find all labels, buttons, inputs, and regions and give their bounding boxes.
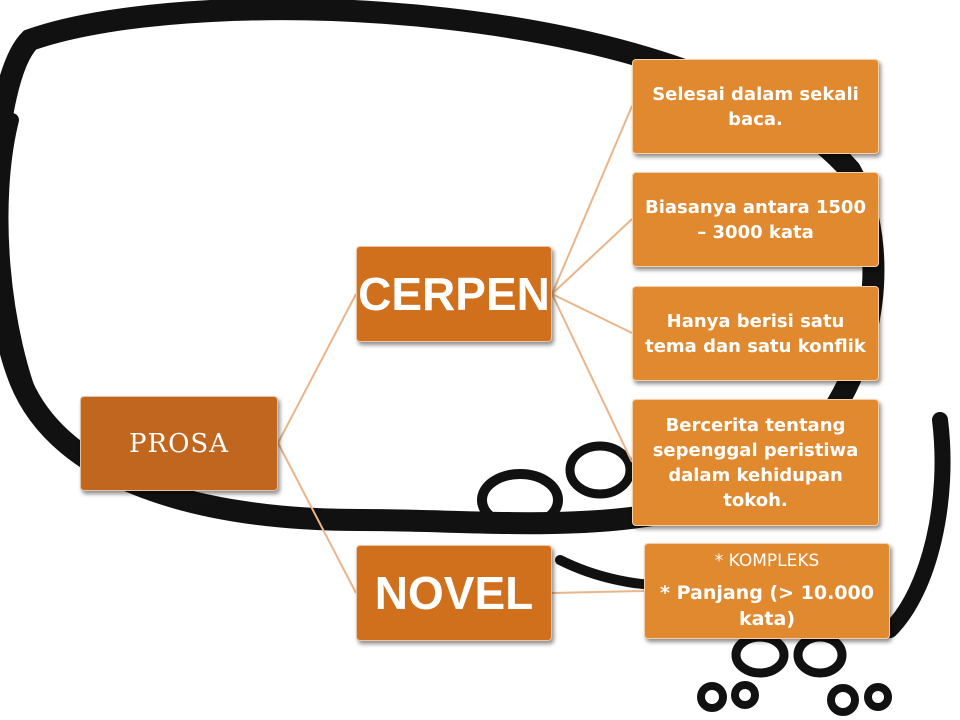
connector-cerpen-leaf-3 bbox=[552, 294, 632, 333]
node-cerpen: CERPEN bbox=[356, 246, 552, 342]
connector-cerpen-leaf-1 bbox=[552, 106, 632, 294]
connector-cerpen-leaf-2 bbox=[552, 219, 632, 294]
novel-detail-line-1: * KOMPLEKS bbox=[715, 548, 820, 574]
novel-detail-line-2: * Panjang (> 10.000 kata) bbox=[653, 580, 881, 632]
connector-novel-leaf bbox=[552, 591, 644, 593]
novel-detail: * KOMPLEKS * Panjang (> 10.000 kata) bbox=[644, 543, 890, 639]
cerpen-detail-4: Bercerita tentang sepenggal peristiwa da… bbox=[632, 399, 879, 526]
connector-root-novel bbox=[278, 443, 356, 593]
node-cerpen-label: CERPEN bbox=[358, 267, 550, 321]
connector-cerpen-leaf-4 bbox=[552, 294, 632, 462]
node-novel: NOVEL bbox=[356, 545, 552, 641]
connector-root-cerpen bbox=[278, 294, 356, 443]
cerpen-detail-1: Selesai dalam sekali baca. bbox=[632, 59, 879, 154]
cerpen-detail-2: Biasanya antara 1500 – 3000 kata bbox=[632, 172, 879, 267]
node-prosa: PROSA bbox=[80, 396, 278, 491]
cerpen-detail-1-text: Selesai dalam sekali baca. bbox=[641, 82, 870, 132]
node-novel-label: NOVEL bbox=[375, 566, 533, 620]
cerpen-detail-3-text: Hanya berisi satu tema dan satu konflik bbox=[641, 309, 870, 359]
cerpen-detail-3: Hanya berisi satu tema dan satu konflik bbox=[632, 286, 879, 381]
cerpen-detail-4-text: Bercerita tentang sepenggal peristiwa da… bbox=[641, 413, 870, 513]
node-prosa-label: PROSA bbox=[129, 429, 229, 459]
cerpen-detail-2-text: Biasanya antara 1500 – 3000 kata bbox=[641, 195, 870, 245]
